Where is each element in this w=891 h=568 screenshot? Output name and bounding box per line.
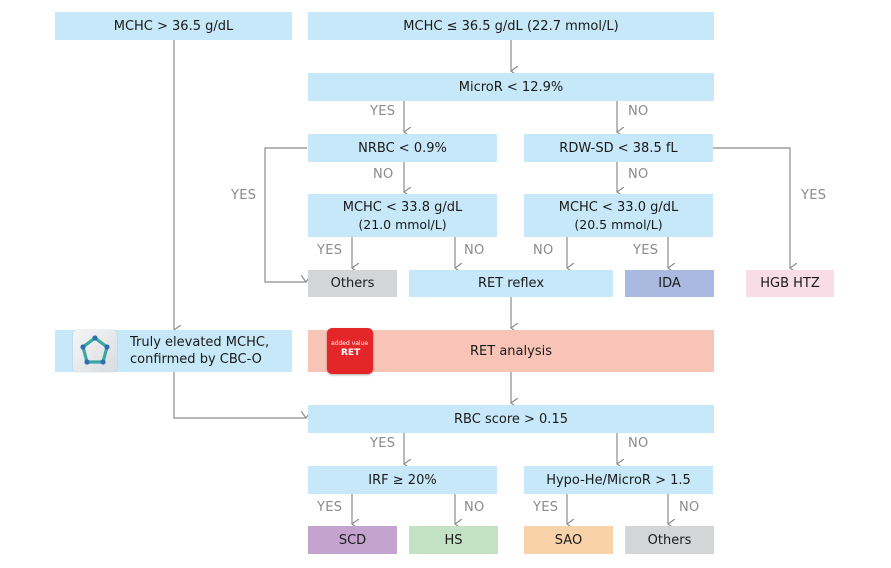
mchc-low-node: MCHC ≤ 36.5 g/dL (22.7 mmol/L) — [308, 12, 714, 40]
yes-label: YES — [231, 188, 257, 203]
no-label: NO — [533, 243, 554, 258]
irf-text: IRF ≥ 20% — [368, 472, 437, 488]
sao-node: SAO — [524, 526, 613, 554]
mchc338-node: MCHC < 33.8 g/dL (21.0 mmol/L) — [308, 194, 497, 237]
scd-text: SCD — [338, 532, 367, 548]
ret-analysis-node: RET analysis added value RET — [308, 328, 714, 374]
rdwsd-text: RDW-SD < 38.5 fL — [559, 140, 678, 156]
hs-text: HS — [444, 532, 463, 548]
rdwsd-node: RDW-SD < 38.5 fL — [524, 134, 713, 162]
nrbc-text: NRBC < 0.9% — [358, 140, 447, 156]
irf-node: IRF ≥ 20% — [308, 466, 497, 494]
mchc330-subtext: (20.5 mmol/L) — [574, 216, 663, 232]
yes-label: YES — [370, 104, 396, 119]
rbc-score-text: RBC score > 0.15 — [454, 411, 568, 427]
mchc-high-node: MCHC > 36.5 g/dL — [55, 12, 292, 40]
mchc-high-text: MCHC > 36.5 g/dL — [113, 18, 234, 34]
hypo-text: Hypo-He/MicroR > 1.5 — [546, 472, 691, 488]
ida-text: IDA — [658, 276, 681, 291]
hgb-htz-text: HGB HTZ — [760, 276, 820, 291]
scd-node: SCD — [308, 526, 397, 554]
micror-node: MicroR < 12.9% — [308, 73, 714, 101]
mchc-low-subtext: (22.7 mmol/L) — [526, 18, 619, 34]
badge-big-text: RET — [341, 348, 361, 358]
nrbc-node: NRBC < 0.9% — [308, 134, 497, 162]
badge-small-text: added value — [331, 340, 369, 347]
sao-text: SAO — [554, 532, 583, 548]
no-label: NO — [464, 243, 485, 258]
yes-label: YES — [370, 436, 396, 451]
mchc330-node: MCHC < 33.0 g/dL (20.5 mmol/L) — [524, 194, 713, 237]
truly-elevated-line1: Truly elevated MCHC, — [130, 335, 270, 350]
ret-reflex-text: RET reflex — [477, 276, 545, 291]
hypo-node: Hypo-He/MicroR > 1.5 — [524, 466, 713, 494]
others-text: Others — [330, 276, 375, 291]
others-text: Others — [647, 532, 692, 548]
no-label: NO — [464, 500, 485, 515]
yes-label: YES — [801, 188, 827, 203]
no-label: NO — [628, 436, 649, 451]
no-label: NO — [373, 167, 394, 182]
hs-node: HS — [409, 526, 498, 554]
ret-analysis-text: RET analysis — [470, 343, 552, 359]
yes-label: YES — [317, 500, 343, 515]
mchc338-subtext: (21.0 mmol/L) — [358, 216, 447, 232]
no-label: NO — [679, 500, 700, 515]
no-label: NO — [628, 167, 649, 182]
truly-elevated-node: Truly elevated MCHC, confirmed by CBC-O — [55, 330, 292, 372]
others-node-1: Others — [308, 270, 397, 297]
ret-badge-icon: added value RET — [327, 328, 373, 374]
others-node-2: Others — [625, 526, 714, 554]
no-label: NO — [628, 104, 649, 119]
mchc330-text: MCHC < 33.0 g/dL — [558, 199, 679, 215]
yes-label: YES — [317, 243, 343, 258]
ida-node: IDA — [625, 270, 714, 297]
hgb-htz-node: HGB HTZ — [746, 270, 834, 297]
micror-text: MicroR < 12.9% — [458, 79, 564, 95]
mchc-low-text: MCHC ≤ 36.5 g/dL — [403, 18, 523, 34]
yes-label: YES — [633, 243, 659, 258]
ret-reflex-node: RET reflex — [409, 270, 613, 297]
pentagon-network-icon — [73, 330, 117, 372]
rbc-score-node: RBC score > 0.15 — [308, 405, 714, 433]
yes-label: YES — [533, 500, 559, 515]
mchc338-text: MCHC < 33.8 g/dL — [342, 199, 463, 215]
truly-elevated-line2: confirmed by CBC-O — [130, 352, 262, 367]
